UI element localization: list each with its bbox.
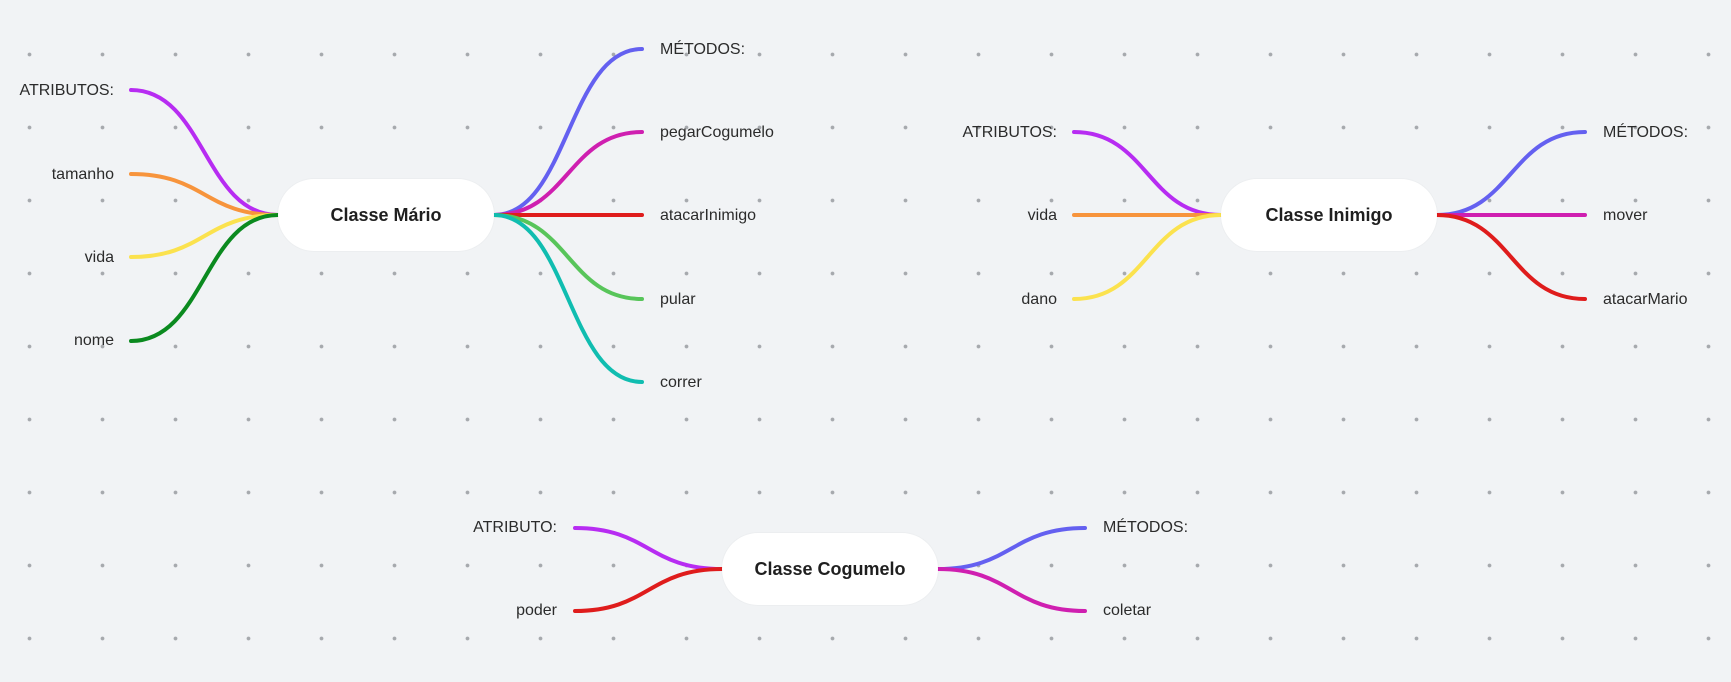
root-label: Classe Cogumelo xyxy=(754,558,906,579)
connector-line xyxy=(492,213,644,384)
leaf-vida[interactable]: vida xyxy=(84,249,114,266)
leaf-dano[interactable]: dano xyxy=(1021,291,1057,308)
connector-line xyxy=(1435,213,1587,301)
leaf-metodos[interactable]: MÉTODOS: xyxy=(1103,519,1189,536)
connector-line xyxy=(492,130,644,217)
connector-line xyxy=(129,213,280,259)
connector-line xyxy=(1435,130,1587,217)
connector-line xyxy=(129,213,280,343)
leaf-pegarcogumelo[interactable]: pegarCogumelo xyxy=(660,124,774,141)
connector-line xyxy=(573,567,724,613)
connector-line xyxy=(492,47,644,217)
root-node-classe-cogumelo[interactable]: Classe Cogumelo xyxy=(722,533,938,605)
leaf-atacarmario[interactable]: atacarMario xyxy=(1603,291,1688,308)
root-label: Classe Mário xyxy=(330,204,442,225)
leaf-atributos[interactable]: ATRIBUTOS: xyxy=(19,82,114,99)
connector-line xyxy=(1072,213,1223,301)
connector-line xyxy=(1072,130,1223,217)
connector-line xyxy=(573,526,724,571)
leaf-tamanho[interactable]: tamanho xyxy=(51,166,114,183)
connector-line xyxy=(129,172,280,217)
connector-line xyxy=(936,567,1087,613)
leaf-correr[interactable]: correr xyxy=(660,374,702,391)
leaf-nome[interactable]: nome xyxy=(73,332,114,349)
leaf-atributos[interactable]: ATRIBUTOS: xyxy=(962,124,1057,141)
root-label: Classe Inimigo xyxy=(1265,204,1393,225)
connector-line xyxy=(492,213,644,301)
root-node-classe-inimigo[interactable]: Classe Inimigo xyxy=(1221,179,1437,251)
leaf-vida[interactable]: vida xyxy=(1027,207,1057,224)
connector-line xyxy=(936,526,1087,571)
leaf-coletar[interactable]: coletar xyxy=(1103,602,1152,619)
leaf-metodos[interactable]: MÉTODOS: xyxy=(660,41,746,58)
leaf-mover[interactable]: mover xyxy=(1603,207,1648,224)
leaf-poder[interactable]: poder xyxy=(516,602,557,619)
leaf-atributo[interactable]: ATRIBUTO: xyxy=(473,519,557,536)
leaf-atacarinimigo[interactable]: atacarInimigo xyxy=(660,207,757,224)
leaf-pular[interactable]: pular xyxy=(660,291,696,308)
root-node-classe-mario[interactable]: Classe Mário xyxy=(278,179,494,251)
leaf-metodos[interactable]: MÉTODOS: xyxy=(1603,124,1689,141)
connector-line xyxy=(129,88,280,217)
